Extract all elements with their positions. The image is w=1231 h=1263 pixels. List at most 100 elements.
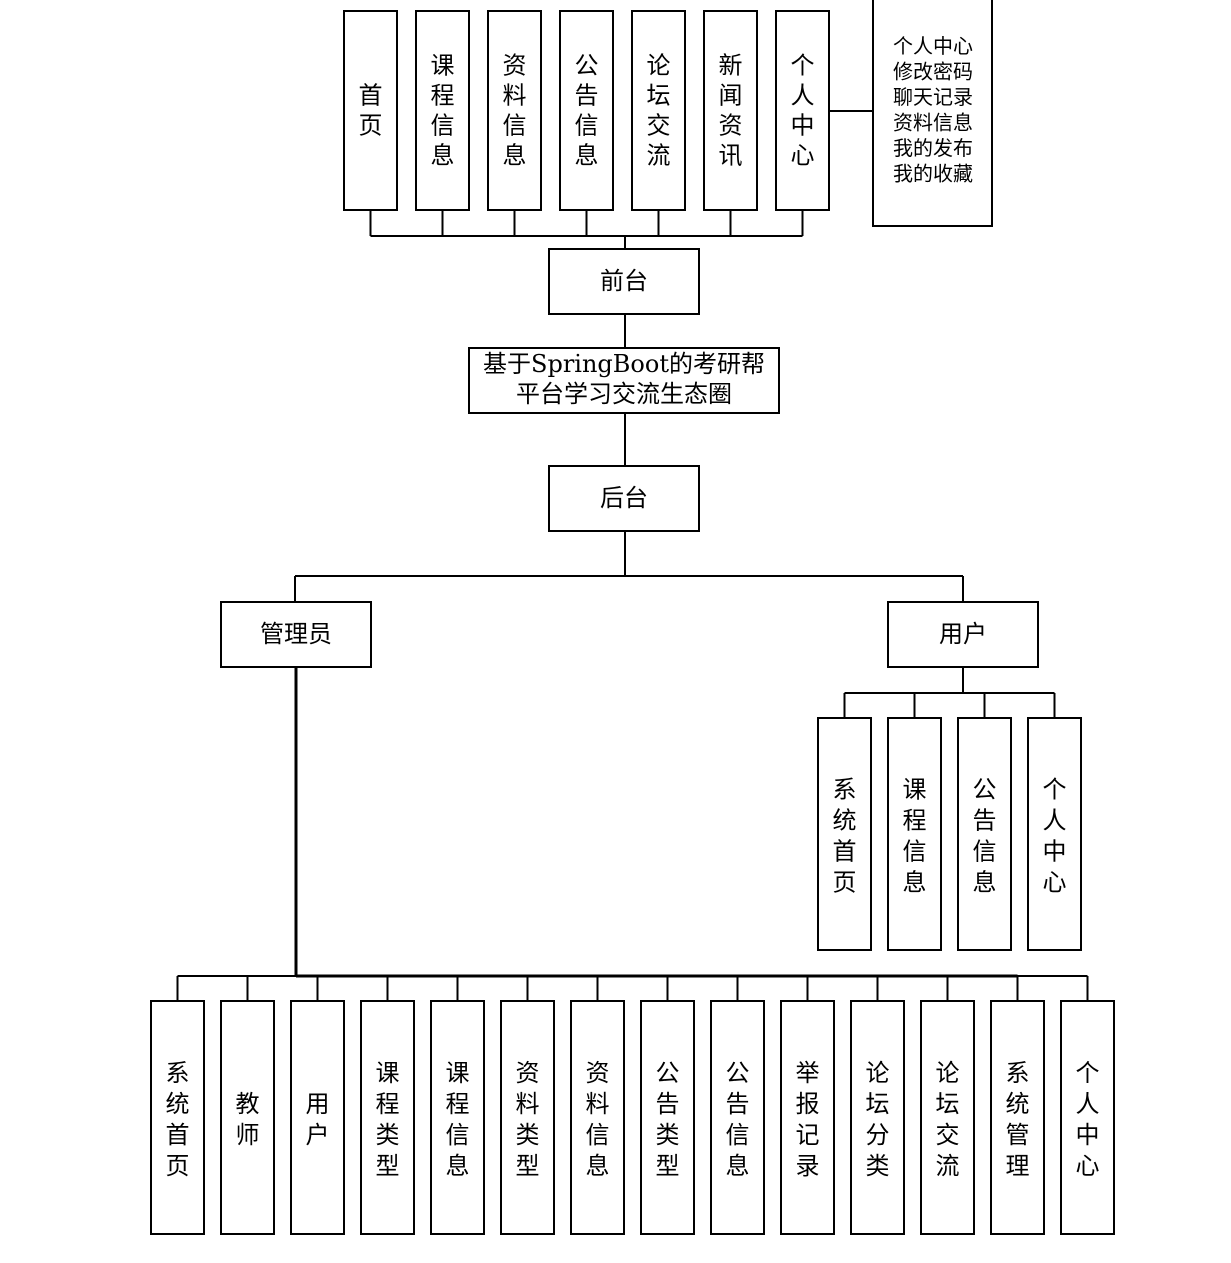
- frontend-module-label: 首页: [359, 82, 383, 140]
- admin-module-8: 公告类型: [640, 1000, 695, 1235]
- user-module-1: 系统首页: [817, 717, 872, 951]
- admin-module-label: 教师: [236, 1090, 260, 1149]
- frontend-module-7-box: [775, 10, 830, 211]
- frontend-module-1-box: [343, 10, 398, 211]
- admin-module-5: 课程信息: [430, 1000, 485, 1235]
- personal-center-details-box: [872, 0, 993, 227]
- frontend-module-label: 资料信息: [503, 52, 527, 170]
- frontend-node-box: [548, 248, 700, 315]
- frontend-module-3: 资料信息: [487, 10, 542, 211]
- admin-module-label: 个人中心: [1076, 1059, 1100, 1180]
- frontend-module-label: 个人中心: [791, 52, 815, 170]
- node-boxes: 首页课程信息资料信息公告信息论坛交流新闻资讯个人中心个人中心修改密码聊天记录资料…: [150, 0, 1115, 1235]
- admin-role-node-box: [220, 601, 372, 668]
- admin-module-3: 用户: [290, 1000, 345, 1235]
- admin-module-13: 系统管理: [990, 1000, 1045, 1235]
- personal-center-detail-item: 资料信息: [893, 111, 973, 135]
- frontend-module-label: 新闻资讯: [719, 52, 743, 170]
- admin-module-12-box: [920, 1000, 975, 1235]
- admin-module-6-box: [500, 1000, 555, 1235]
- admin-module-label: 课程信息: [446, 1059, 470, 1180]
- admin-module-3-box: [290, 1000, 345, 1235]
- user-module-2: 课程信息: [887, 717, 942, 951]
- admin-module-5-box: [430, 1000, 485, 1235]
- admin-module-label: 公告信息: [726, 1059, 750, 1180]
- user-module-2-box: [887, 717, 942, 951]
- admin-module-2: 教师: [220, 1000, 275, 1235]
- admin-module-14: 个人中心: [1060, 1000, 1115, 1235]
- personal-center-detail-item: 我的发布: [893, 136, 973, 160]
- frontend-module-6: 新闻资讯: [703, 10, 758, 211]
- admin-module-label: 论坛交流: [936, 1059, 960, 1180]
- user-role-label: 用户: [939, 620, 987, 648]
- personal-center-detail-item: 修改密码: [893, 60, 973, 84]
- admin-module-14-box: [1060, 1000, 1115, 1235]
- frontend-module-label: 论坛交流: [647, 52, 671, 170]
- user-role-node: 用户: [887, 601, 1039, 668]
- admin-module-label: 资料信息: [586, 1059, 610, 1180]
- frontend-module-5-box: [631, 10, 686, 211]
- root-title-line: 平台学习交流生态圈: [516, 380, 732, 408]
- frontend-module-2-box: [415, 10, 470, 211]
- admin-module-label: 资料类型: [516, 1059, 540, 1180]
- admin-module-label: 举报记录: [796, 1059, 820, 1180]
- user-module-label: 公告信息: [973, 776, 997, 897]
- admin-module-label: 系统管理: [1006, 1059, 1030, 1180]
- admin-module-7: 资料信息: [570, 1000, 625, 1235]
- admin-module-10-box: [780, 1000, 835, 1235]
- frontend-module-4: 公告信息: [559, 10, 614, 211]
- frontend-node: 前台: [548, 248, 700, 315]
- user-module-label: 个人中心: [1043, 776, 1067, 897]
- user-module-label: 课程信息: [903, 776, 927, 897]
- admin-module-4-box: [360, 1000, 415, 1235]
- user-module-3-box: [957, 717, 1012, 951]
- admin-module-label: 课程类型: [376, 1059, 400, 1180]
- admin-module-4: 课程类型: [360, 1000, 415, 1235]
- frontend-module-6-box: [703, 10, 758, 211]
- frontend-module-label: 课程信息: [431, 52, 455, 170]
- frontend-module-label: 公告信息: [575, 52, 599, 170]
- user-module-4-box: [1027, 717, 1082, 951]
- backend-node-box: [548, 465, 700, 532]
- personal-center-detail-item: 个人中心: [893, 34, 973, 58]
- admin-module-1: 系统首页: [150, 1000, 205, 1235]
- admin-role-node: 管理员: [220, 601, 372, 668]
- root-title-line: 基于SpringBoot的考研帮: [483, 350, 765, 378]
- admin-module-7-box: [570, 1000, 625, 1235]
- backend-node: 后台: [548, 465, 700, 532]
- frontend-module-2: 课程信息: [415, 10, 470, 211]
- frontend-module-4-box: [559, 10, 614, 211]
- admin-module-9: 公告信息: [710, 1000, 765, 1235]
- user-module-4: 个人中心: [1027, 717, 1082, 951]
- admin-module-11-box: [850, 1000, 905, 1235]
- frontend-module-5: 论坛交流: [631, 10, 686, 211]
- admin-module-9-box: [710, 1000, 765, 1235]
- admin-module-label: 论坛分类: [866, 1059, 890, 1180]
- admin-role-label: 管理员: [260, 620, 332, 648]
- user-role-node-box: [887, 601, 1039, 668]
- admin-module-2-box: [220, 1000, 275, 1235]
- admin-module-10: 举报记录: [780, 1000, 835, 1235]
- admin-module-1-box: [150, 1000, 205, 1235]
- admin-module-13-box: [990, 1000, 1045, 1235]
- admin-module-12: 论坛交流: [920, 1000, 975, 1235]
- frontend-label: 前台: [600, 267, 648, 295]
- user-module-label: 系统首页: [833, 776, 857, 897]
- user-module-3: 公告信息: [957, 717, 1012, 951]
- personal-center-detail-item: 我的收藏: [893, 162, 973, 186]
- frontend-module-1: 首页: [343, 10, 398, 211]
- connector-lines: [176, 110, 1089, 1001]
- admin-module-label: 用户: [306, 1090, 330, 1149]
- backend-label: 后台: [600, 484, 648, 512]
- admin-module-6: 资料类型: [500, 1000, 555, 1235]
- frontend-module-7: 个人中心: [775, 10, 830, 211]
- admin-module-8-box: [640, 1000, 695, 1235]
- frontend-module-3-box: [487, 10, 542, 211]
- admin-module-11: 论坛分类: [850, 1000, 905, 1235]
- root-node-box: [468, 347, 780, 414]
- admin-module-label: 系统首页: [166, 1059, 190, 1180]
- user-module-1-box: [817, 717, 872, 951]
